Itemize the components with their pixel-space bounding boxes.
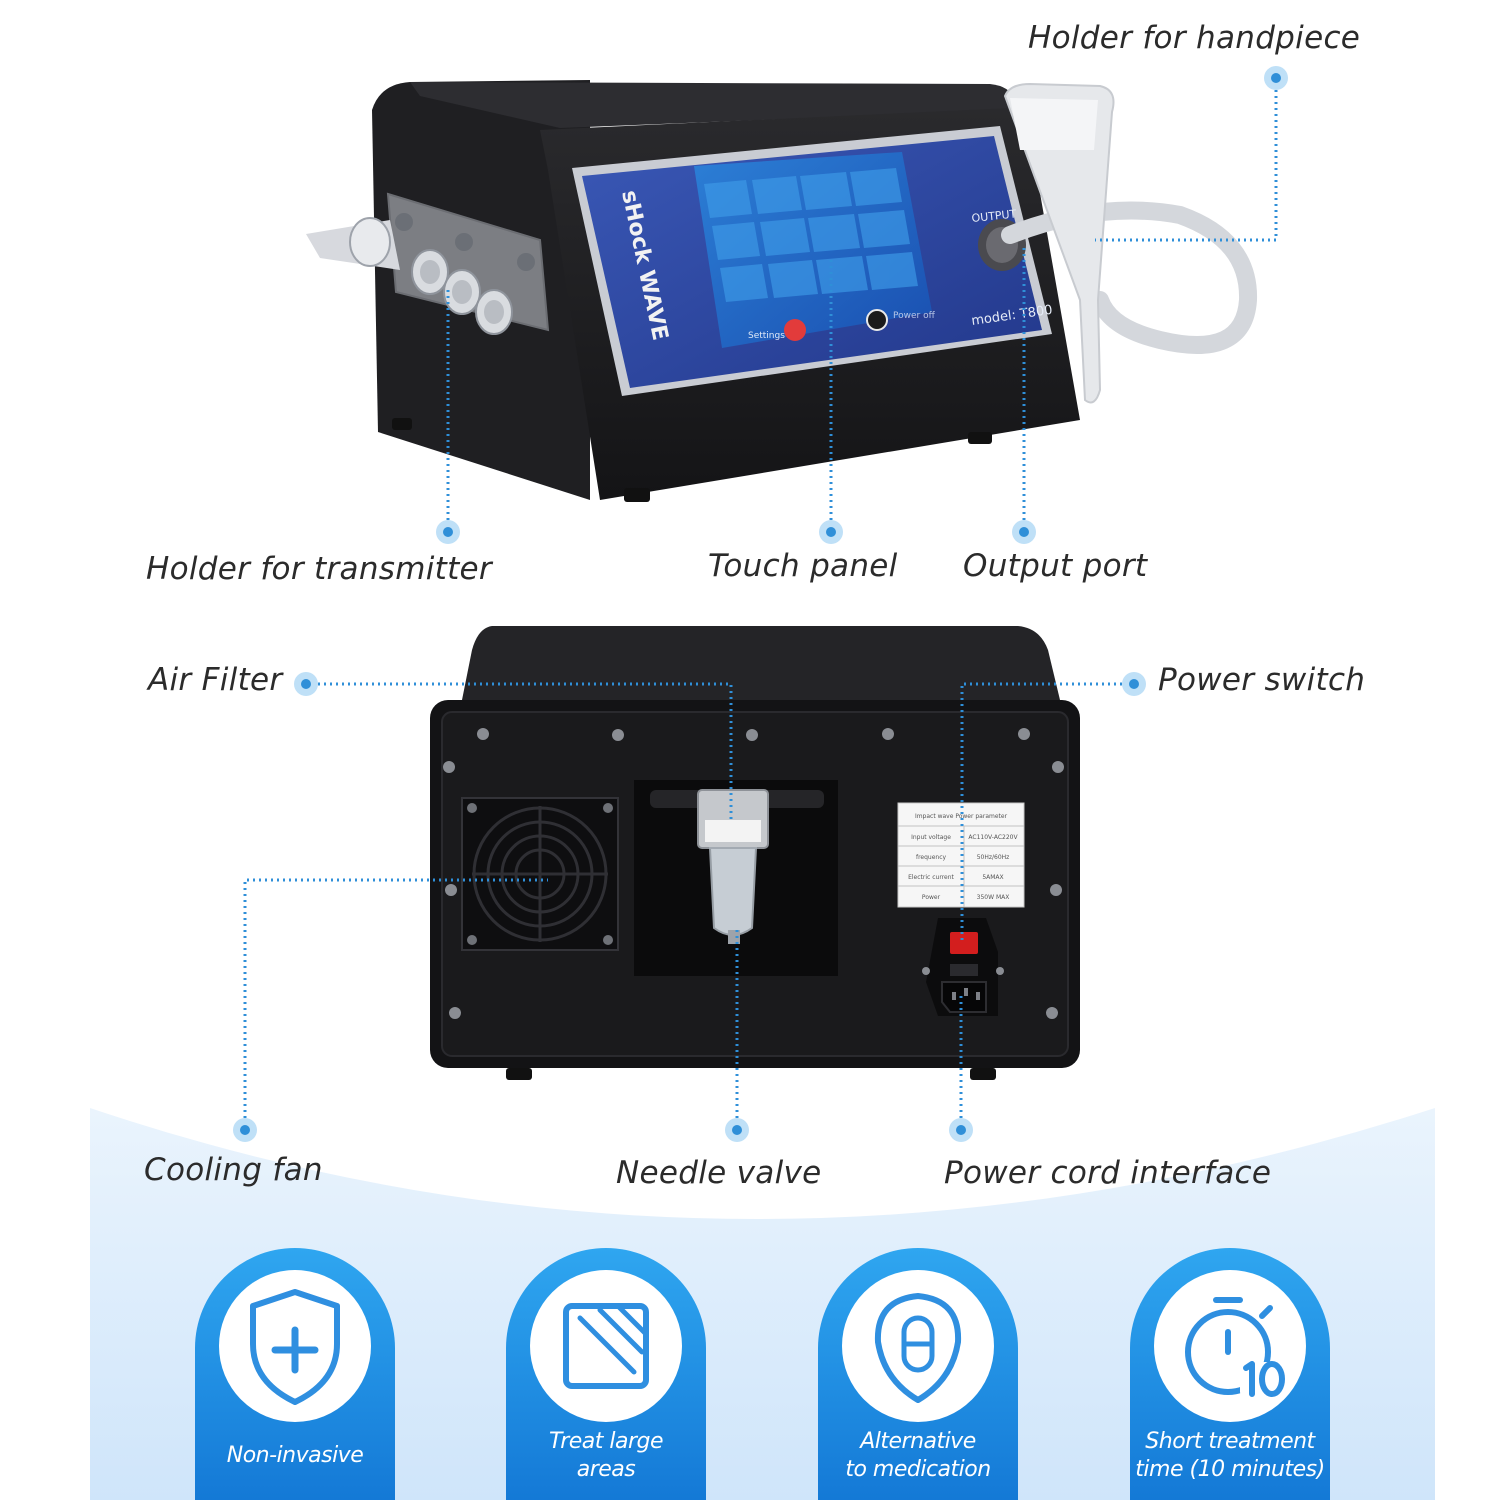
feature-card-short-treatment: Short treatment time (10 minutes) [1130,1248,1330,1500]
air-filter [697,789,769,944]
feature-line1: Alternative [860,1429,976,1454]
feature-line1: Non-invasive [226,1443,364,1468]
spec-row-key: frequency [916,854,947,861]
power-button[interactable] [866,309,888,331]
power-cord-socket[interactable] [941,981,987,1013]
feature-card-alternative-medication: Alternative to medication [818,1248,1018,1500]
spec-row-key: Power [922,894,941,901]
screen-settings-label: Settings [748,331,785,341]
feature-icon-disk [1154,1270,1306,1422]
feature-card-non-invasive: Non-invasive [195,1248,395,1500]
area-icon [563,1303,649,1389]
device-top [410,82,1015,128]
screen-power-label: Power off [893,311,936,321]
feature-icon-disk [842,1270,994,1422]
spec-row-value: 350W MAX [977,894,1010,901]
feature-text: Treat large areas [506,1428,706,1484]
feature-icon-disk [219,1270,371,1422]
feature-text: Alternative to medication [818,1428,1018,1484]
stopwatch-icon [1185,1297,1288,1397]
label-holder-handpiece: Holder for handpiece [1028,20,1361,56]
spec-row-key: Input voltage [911,834,951,841]
spec-row-value: 50Hz/60Hz [977,854,1010,861]
front-device: sHock WAVE Settings Power off OUTPUT mod… [306,80,1258,502]
pill-icon [874,1293,962,1403]
power-module [922,918,1004,1016]
feature-line2: to medication [845,1457,991,1482]
label-touch-panel: Touch panel [708,548,898,584]
feature-text: Non-invasive [195,1442,395,1470]
handpiece-holder [1003,82,1115,404]
cooling-fan [461,797,619,951]
label-output-port: Output port [963,548,1148,584]
label-air-filter: Air Filter [148,662,283,698]
handpiece-cable [1001,201,1258,354]
feature-line2: areas [576,1457,636,1482]
spec-row-value: 5AMAX [982,874,1003,881]
spec-row-key: Electric current [908,874,954,881]
feature-card-large-areas: Treat large areas [506,1248,706,1500]
label-power-cord: Power cord interface [944,1155,1272,1191]
feature-text: Short treatment time (10 minutes) [1130,1428,1330,1484]
transmitter-heads[interactable] [349,213,535,335]
label-needle-valve: Needle valve [616,1155,822,1191]
label-cooling-fan: Cooling fan [144,1152,323,1188]
shield-plus-icon [250,1289,340,1405]
label-power-switch: Power switch [1158,662,1366,698]
power-switch[interactable] [950,932,978,954]
back-device: Impact wave Power parameter Input voltag… [430,626,1080,1080]
feature-line1: Short treatment [1145,1429,1315,1454]
feature-line2: time (10 minutes) [1135,1457,1325,1482]
feature-line1: Treat large [548,1429,664,1454]
feature-icon-disk [530,1270,682,1422]
label-holder-transmitter: Holder for transmitter [146,551,492,587]
spec-row-value: AC110V-AC220V [968,834,1018,841]
settings-button[interactable] [784,319,806,341]
spec-title: Impact wave Power parameter [915,813,1008,820]
